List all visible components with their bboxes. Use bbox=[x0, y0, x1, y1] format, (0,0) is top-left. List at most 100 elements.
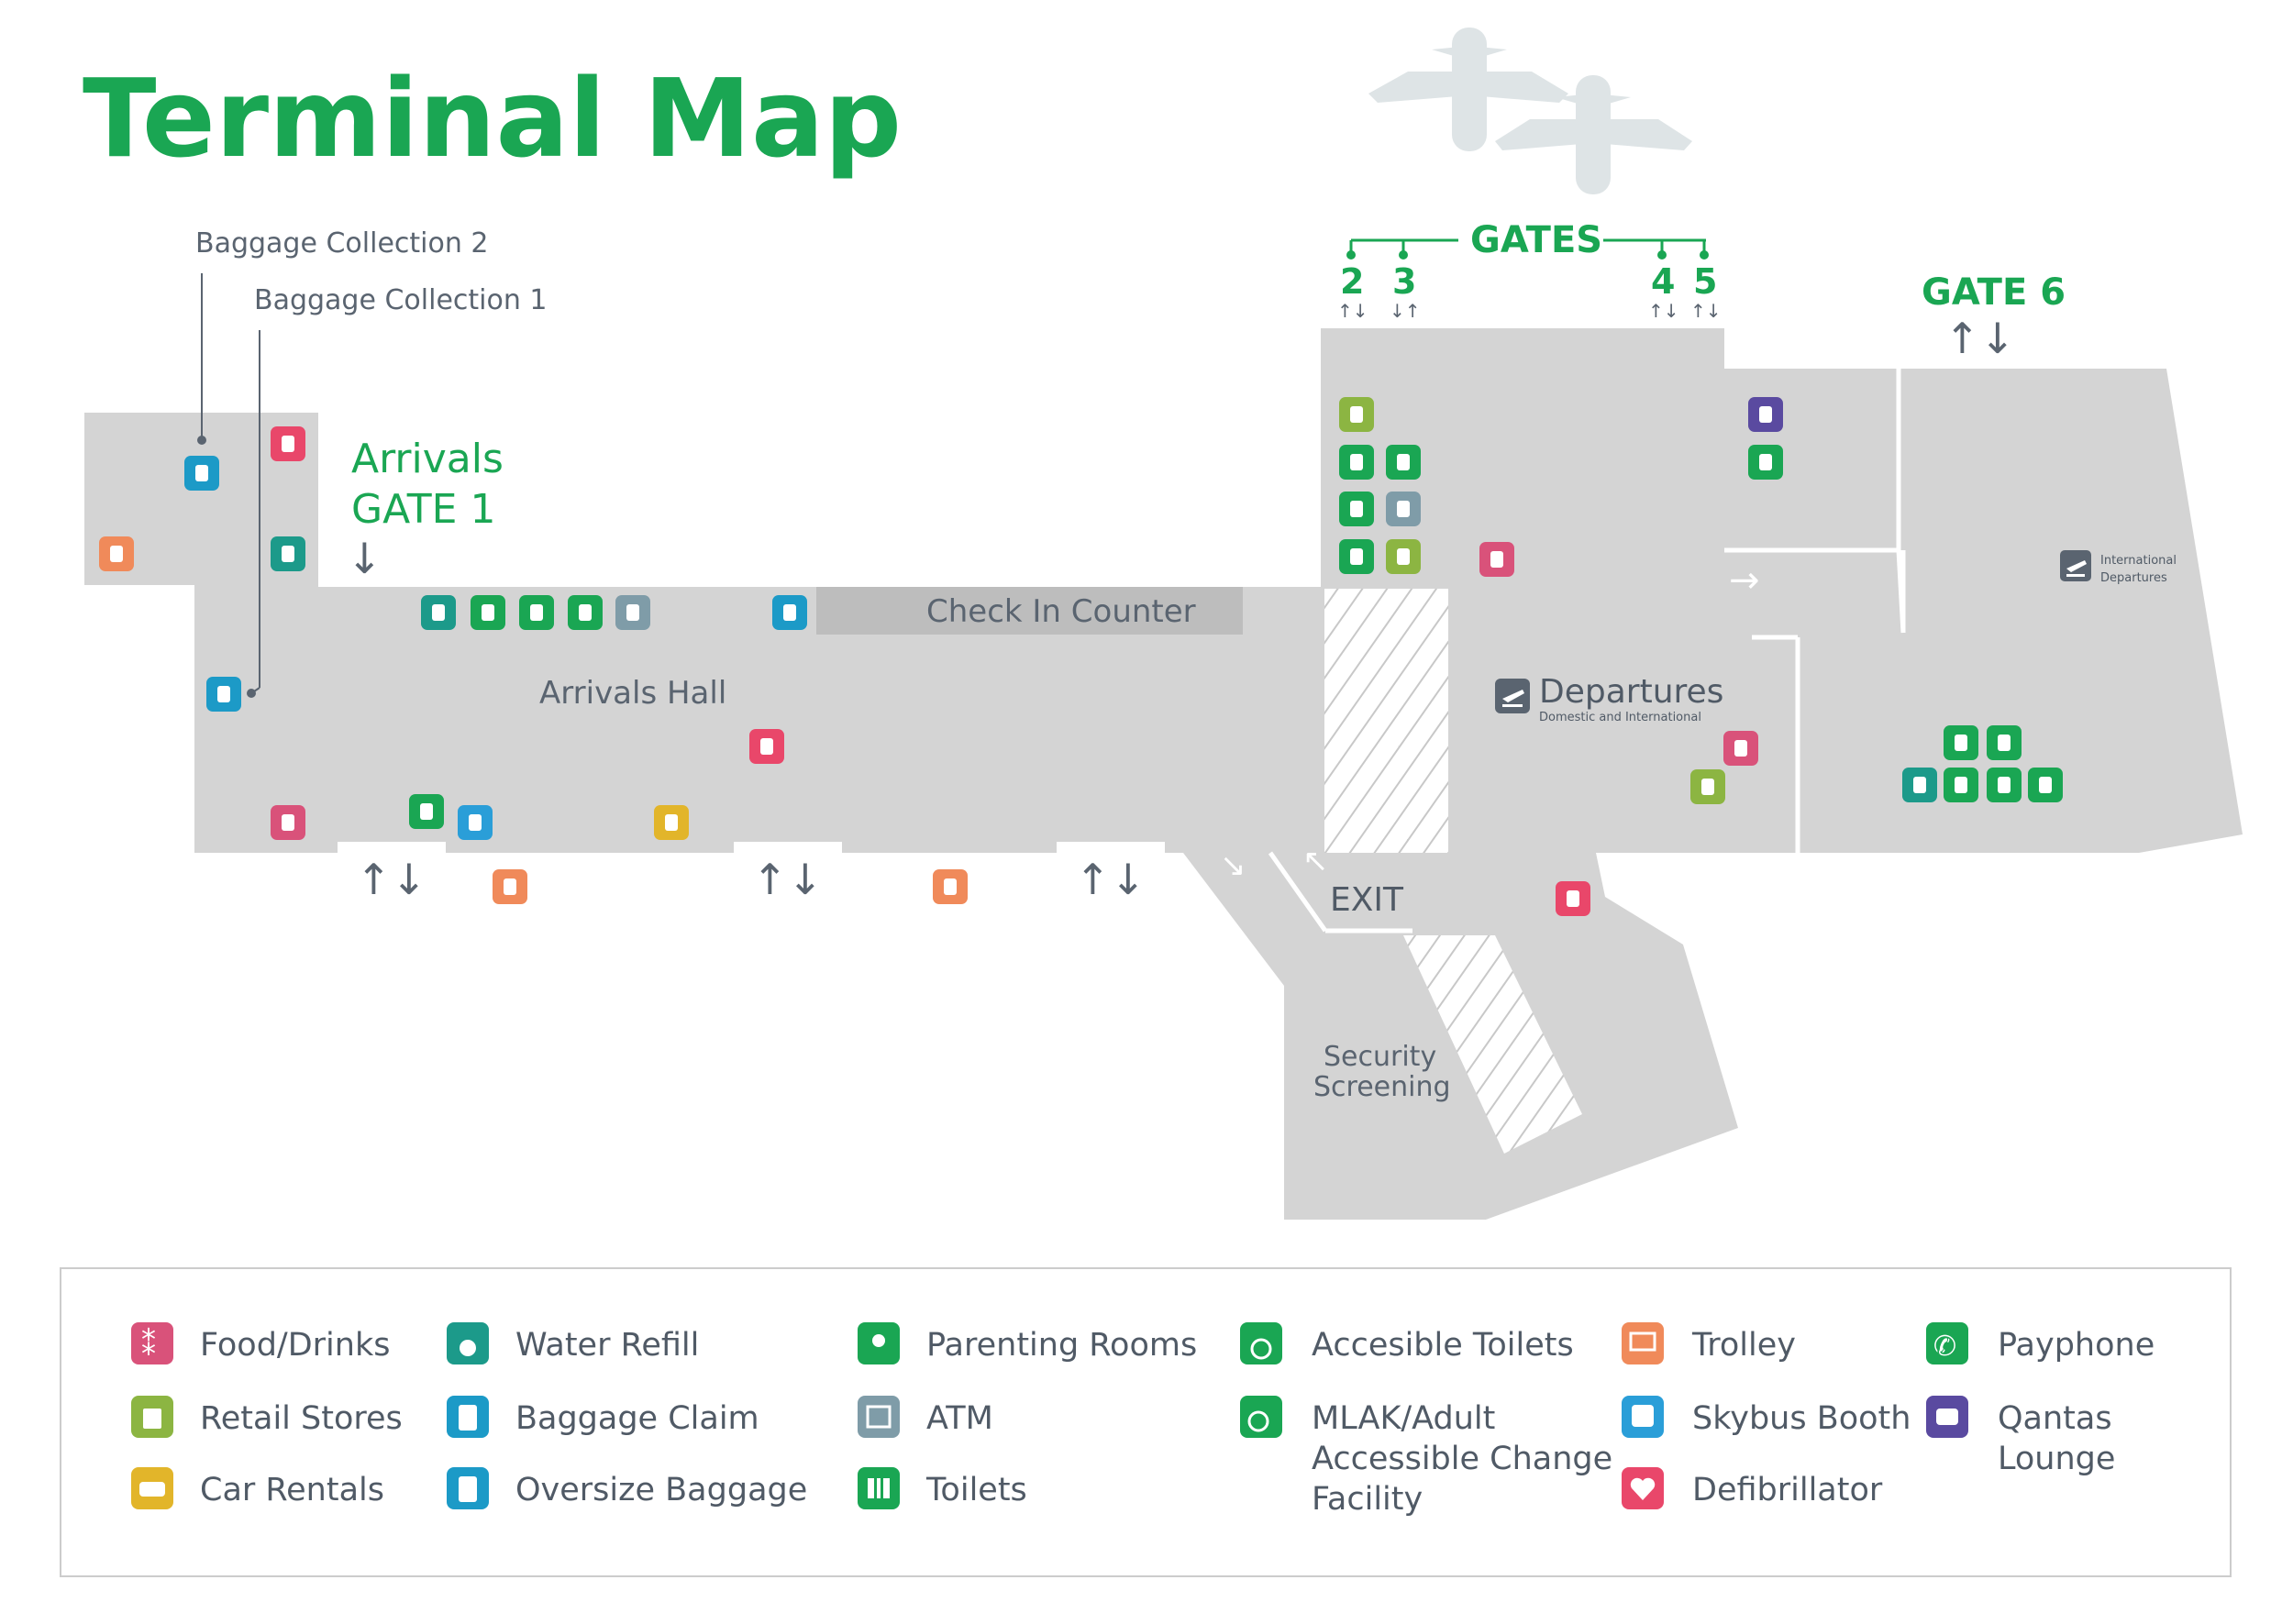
legend-item-qantas-lounge: Qantas Lounge bbox=[1926, 1396, 2115, 1477]
oversize-luggage-icon bbox=[459, 1476, 477, 1502]
legend-item-water-refill: Water Refill bbox=[447, 1322, 699, 1364]
defibrillator-icon-glyph bbox=[282, 436, 294, 452]
international-departures-label: International bbox=[2100, 554, 2177, 568]
atm-icon-glyph bbox=[626, 604, 639, 621]
parenting-icon-glyph bbox=[579, 604, 592, 621]
international-departures-label-2: Departures bbox=[2100, 571, 2167, 585]
legend-label: Parenting Rooms bbox=[926, 1327, 1197, 1364]
security-label-2: Screening bbox=[1313, 1071, 1451, 1103]
arrivals-arrow: ↓ bbox=[347, 534, 382, 583]
direction-arrow: → bbox=[1729, 559, 1760, 602]
airplane-icon bbox=[1368, 28, 1692, 194]
water-drop-icon-glyph bbox=[282, 546, 294, 562]
shopping-bag-icon-glyph bbox=[1701, 779, 1714, 795]
legend-label: Water Refill bbox=[515, 1327, 699, 1364]
taxi-icon bbox=[139, 1482, 165, 1497]
legend-item-atm: ATM bbox=[858, 1396, 993, 1438]
legend-item-payphone: ✆ Payphone bbox=[1926, 1322, 2155, 1364]
legend-item-defibrillator: Defibrillator bbox=[1622, 1467, 1883, 1509]
gate-2-label: 2 bbox=[1340, 261, 1364, 302]
legend-item-food: ⁑ Food/Drinks bbox=[131, 1322, 390, 1364]
stair-arrows: ↑↓ ↑↓ ↑↓ bbox=[356, 855, 1146, 904]
toilets-icon-glyph bbox=[1759, 454, 1772, 470]
direction-arrow: ↘ bbox=[1220, 847, 1246, 884]
toilets-icon bbox=[868, 1478, 890, 1498]
water-drop-icon-glyph bbox=[1913, 777, 1926, 793]
check-in-counter bbox=[816, 587, 1243, 635]
fork-knife-icon-glyph bbox=[1490, 551, 1503, 568]
wheelchair-icon-glyph bbox=[1998, 777, 2011, 793]
svg-text:↑↓: ↑↓ bbox=[1075, 855, 1146, 904]
legend-label: ATM bbox=[926, 1400, 993, 1437]
luggage-icon-glyph bbox=[195, 465, 208, 481]
gate-6-arrows: ↑↓ bbox=[1944, 314, 2015, 363]
taxi-icon-glyph bbox=[665, 814, 678, 831]
legend-label: Qantas bbox=[1998, 1400, 2112, 1437]
luggage-icon bbox=[459, 1405, 477, 1431]
legend-item-accessible-toilets: Accesible Toilets bbox=[1240, 1322, 1574, 1364]
trolley-icon bbox=[1629, 1331, 1656, 1352]
legend-label: Lounge bbox=[1998, 1441, 2115, 1477]
legend-item-skybus: Skybus Booth bbox=[1622, 1396, 1911, 1438]
hatched-area-bottom bbox=[1403, 935, 1582, 1154]
legend-label: Toilets bbox=[925, 1472, 1027, 1508]
toilets-icon-glyph bbox=[1955, 777, 1967, 793]
legend-item-toilets: Toilets bbox=[858, 1467, 1027, 1509]
departures-sub-label: Domestic and International bbox=[1539, 711, 1701, 724]
legend-label: Baggage Claim bbox=[515, 1400, 759, 1437]
toilets-icon-glyph bbox=[482, 604, 494, 621]
mlak-icon bbox=[1247, 1410, 1269, 1432]
legend-label: Payphone bbox=[1998, 1327, 2155, 1364]
gate-arrows: ↑↓↓↑ ↑↓↑↓ bbox=[1337, 300, 1722, 322]
legend-label: MLAK/Adult bbox=[1312, 1400, 1495, 1437]
legend-label: Food/Drinks bbox=[200, 1327, 390, 1364]
legend-item-trolley: Trolley bbox=[1622, 1322, 1796, 1364]
legend-label: Accesible Toilets bbox=[1312, 1327, 1574, 1364]
direction-arrow: ↖ bbox=[1302, 843, 1329, 879]
legend-label: Defibrillator bbox=[1692, 1472, 1883, 1508]
gate-4-label: 4 bbox=[1651, 261, 1675, 302]
check-in-counter-label: Check In Counter bbox=[926, 593, 1196, 630]
legend-label: Trolley bbox=[1691, 1327, 1796, 1364]
fork-knife-icon: ⁑ bbox=[141, 1328, 156, 1363]
toilets-icon-glyph bbox=[1350, 548, 1363, 565]
bus-icon bbox=[1632, 1405, 1654, 1427]
phone-icon-glyph bbox=[420, 803, 433, 820]
departures-label: Departures bbox=[1539, 673, 1723, 711]
gate-3-label: 3 bbox=[1392, 261, 1416, 302]
phone-icon: ✆ bbox=[1933, 1331, 1956, 1363]
legend-label: Skybus Booth bbox=[1692, 1400, 1911, 1437]
pointer-dot bbox=[247, 689, 256, 698]
defibrillator-icon-glyph bbox=[760, 738, 773, 755]
exit-corridor bbox=[1268, 851, 1412, 934]
phone-icon-glyph bbox=[2039, 777, 2052, 793]
legend: ⁑ Food/Drinks Retail Stores Car Rentals … bbox=[131, 1322, 2155, 1518]
water-drop-icon-glyph bbox=[432, 604, 445, 621]
svg-text:↓↑: ↓↑ bbox=[1390, 300, 1421, 322]
baggage-collection-1-label: Baggage Collection 1 bbox=[254, 284, 547, 316]
baggage-collection-2-label: Baggage Collection 2 bbox=[195, 227, 488, 260]
qantas-lounge-icon bbox=[1936, 1409, 1958, 1425]
legend-label: Accessible Change bbox=[1312, 1441, 1612, 1477]
legend-item-retail: Retail Stores bbox=[131, 1396, 403, 1438]
shopping-bag-icon bbox=[143, 1409, 161, 1429]
wall-lines bbox=[1724, 369, 1906, 853]
gate-5-label: 5 bbox=[1693, 261, 1717, 302]
legend-label: Retail Stores bbox=[200, 1400, 403, 1437]
defibrillator-icon-glyph bbox=[1567, 890, 1579, 907]
arrivals-label: Arrivals bbox=[351, 436, 504, 482]
oversize-luggage-icon-glyph bbox=[783, 604, 796, 621]
gate-dots bbox=[1346, 250, 1709, 260]
svg-text:↑↓: ↑↓ bbox=[1690, 300, 1722, 322]
parenting-icon-glyph bbox=[1350, 454, 1363, 470]
trolley-icon-glyph bbox=[110, 546, 123, 562]
page-title: Terminal Map bbox=[83, 55, 902, 182]
exit-label: EXIT bbox=[1330, 881, 1404, 919]
map-icons bbox=[99, 397, 2063, 916]
fork-knife-icon-glyph bbox=[282, 814, 294, 831]
svg-text:↑↓: ↑↓ bbox=[1337, 300, 1368, 322]
legend-item-parenting: Parenting Rooms bbox=[858, 1322, 1197, 1364]
legend-label: Oversize Baggage bbox=[515, 1472, 807, 1508]
wheelchair-icon-glyph bbox=[1350, 501, 1363, 517]
